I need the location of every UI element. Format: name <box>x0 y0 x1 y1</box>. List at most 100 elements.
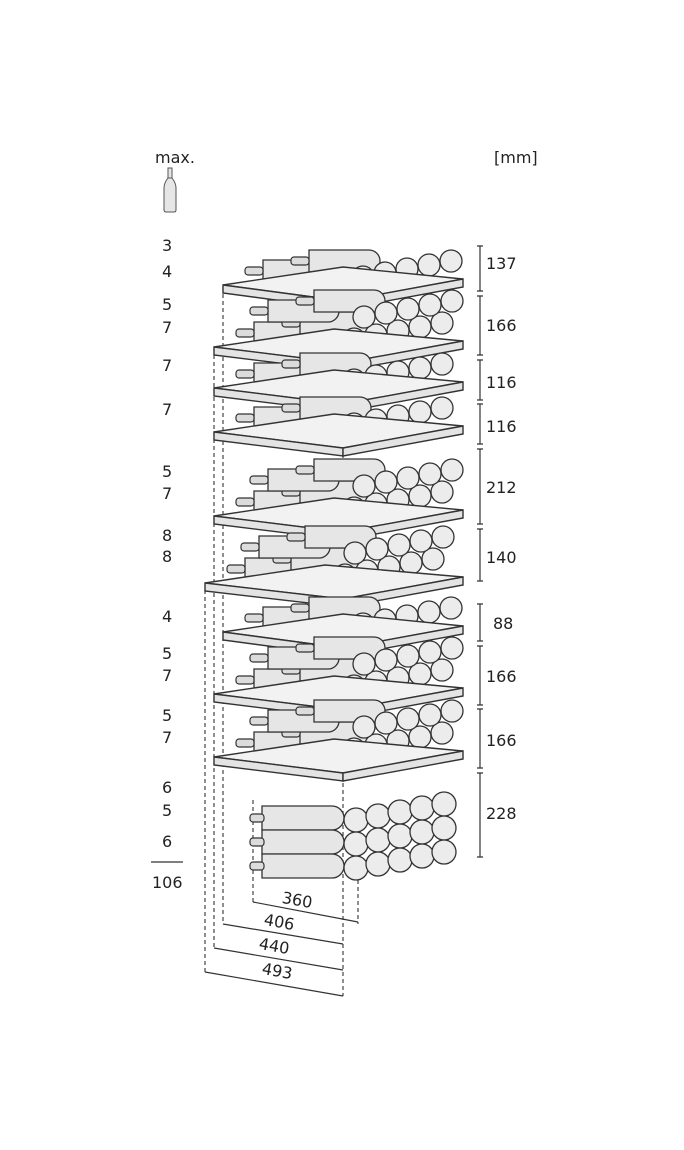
bottle-end <box>409 819 435 845</box>
shelf-side <box>342 425 464 457</box>
total-label: 106 <box>152 873 183 892</box>
bottle-count-column: 3 4 5 7 7 7 5 7 8 8 4 5 7 5 7 6 5 6 106 <box>151 236 183 892</box>
height-label: 137 <box>486 254 517 273</box>
bottle <box>261 853 345 879</box>
bottle-end <box>396 297 420 321</box>
bottle-end <box>418 293 442 317</box>
count-label: 5 <box>162 462 172 481</box>
count-label: 7 <box>162 400 172 419</box>
bottle-end <box>440 458 464 482</box>
width-label: 493 <box>261 959 294 983</box>
count-label: 7 <box>162 484 172 503</box>
bottle-neck <box>281 359 301 369</box>
bottle-neck <box>249 653 269 663</box>
bottle-end <box>352 305 376 329</box>
width-line <box>213 947 344 971</box>
height-bracket <box>477 403 483 445</box>
wine-bottle-icon <box>163 167 177 213</box>
bottle-neck <box>235 675 255 685</box>
bottle-neck <box>290 256 310 266</box>
count-label: 8 <box>162 547 172 566</box>
bottle-end <box>440 289 464 313</box>
bottle-neck <box>240 542 260 552</box>
bottle-end <box>352 652 376 676</box>
bottle-end <box>431 815 457 841</box>
width-line <box>204 971 344 997</box>
bottle-end <box>430 721 454 745</box>
bottle-end <box>387 799 413 825</box>
width-dimensions: 360 406 440 493 <box>204 888 359 997</box>
bottle-end <box>439 596 463 620</box>
bottle-neck <box>295 465 315 475</box>
unit-label: [mm] <box>494 148 538 167</box>
bottle <box>261 805 345 831</box>
bottle-end <box>430 480 454 504</box>
bottle-end <box>440 699 464 723</box>
height-bracket <box>477 245 483 292</box>
bottle-neck <box>286 532 306 542</box>
bottle-end <box>387 533 411 557</box>
bottle-end <box>365 803 391 829</box>
bottle-end <box>374 470 398 494</box>
bottle-end <box>409 843 435 869</box>
bottle-end <box>396 644 420 668</box>
max-label: max. <box>155 148 195 167</box>
width-line <box>252 901 359 923</box>
width-label: 440 <box>258 934 291 958</box>
bottle-end <box>374 711 398 735</box>
bottle-end <box>396 707 420 731</box>
count-label: 4 <box>162 607 172 626</box>
width-line <box>222 923 344 945</box>
height-bracket <box>477 603 483 642</box>
shelf-height-column: 137 166 116 116 212 140 88 166 166 228 <box>477 245 517 858</box>
bottle-end <box>418 703 442 727</box>
bottle-end <box>352 474 376 498</box>
bottle-end <box>439 249 463 273</box>
bottle-neck <box>249 837 265 847</box>
bottle-end <box>417 253 441 277</box>
count-label: 7 <box>162 356 172 375</box>
bottle-end <box>408 400 432 424</box>
count-label: 7 <box>162 666 172 685</box>
count-label: 5 <box>162 644 172 663</box>
bottle-end <box>365 537 389 561</box>
bottle-neck <box>249 716 269 726</box>
bottle-end <box>409 529 433 553</box>
bottle <box>313 289 386 313</box>
bottle-neck <box>290 603 310 613</box>
height-bracket <box>477 448 483 525</box>
count-label: 7 <box>162 728 172 747</box>
bottle-neck <box>235 328 255 338</box>
bottle <box>313 636 386 660</box>
bottle-neck <box>295 706 315 716</box>
height-label: 228 <box>486 804 517 823</box>
bottle-end <box>418 640 442 664</box>
count-label: 7 <box>162 318 172 337</box>
shelf-side <box>342 750 464 782</box>
height-label: 166 <box>486 667 517 686</box>
bottle-end <box>431 525 455 549</box>
bottle-end <box>430 396 454 420</box>
bottle-end <box>343 807 369 833</box>
bottle-neck <box>235 369 255 379</box>
bottle-neck <box>235 738 255 748</box>
bottle-neck <box>244 613 264 623</box>
bottle-end <box>409 795 435 821</box>
count-label: 5 <box>162 295 172 314</box>
count-label: 6 <box>162 778 172 797</box>
bottle-end <box>431 839 457 865</box>
bottle-neck <box>295 296 315 306</box>
bottle-neck <box>244 266 264 276</box>
height-bracket <box>477 708 483 769</box>
bottle-end <box>430 658 454 682</box>
height-bracket <box>477 359 483 401</box>
bottle-end <box>365 851 391 877</box>
height-label: 166 <box>486 731 517 750</box>
bottle <box>304 525 377 549</box>
bottle-neck <box>249 475 269 485</box>
height-bracket <box>477 528 483 582</box>
height-label: 116 <box>486 373 517 392</box>
bottle-neck <box>249 861 265 871</box>
bottle-end <box>343 855 369 881</box>
